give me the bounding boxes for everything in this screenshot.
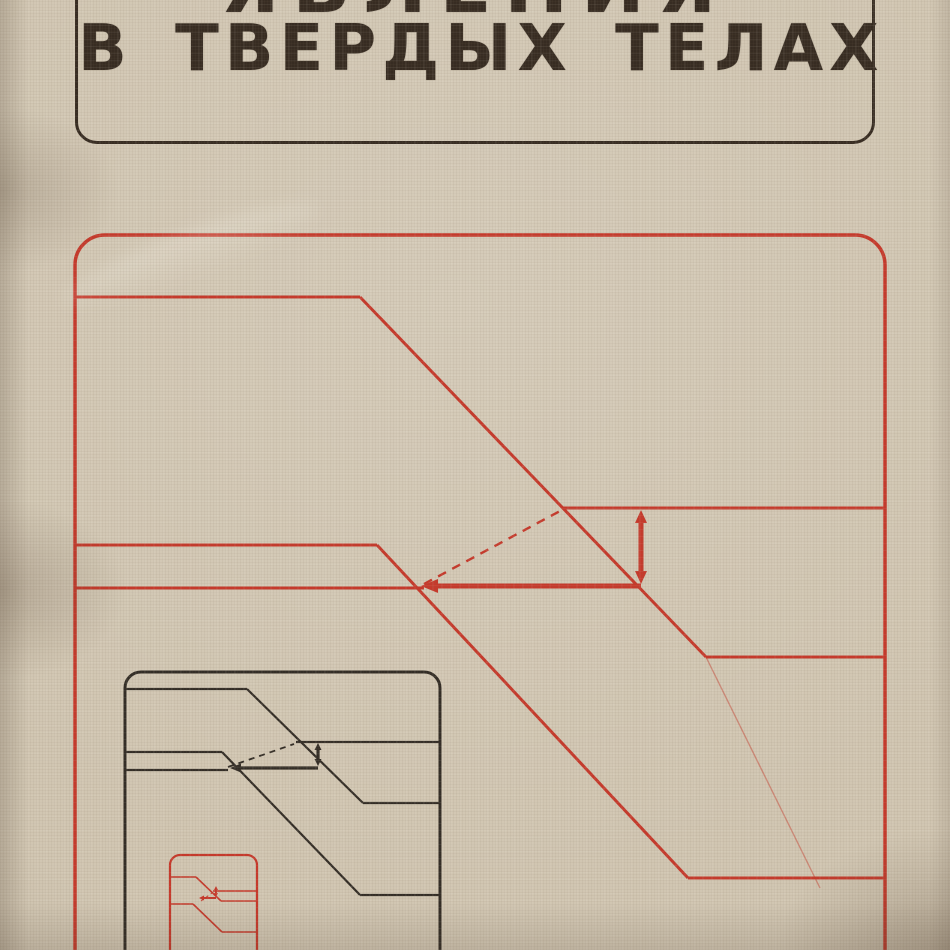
black-frame [123,670,442,950]
mini-tunnel-arrow-head [199,895,204,901]
book-title-line2: В ТВЕРДЫХ ТЕЛАХ [78,12,885,86]
mini-gap-arrow-head [214,893,218,897]
mini-upper-band-slope [195,876,222,902]
black-lower-band-slope [221,751,361,896]
red-tunnel-arrow-head [421,579,438,593]
black-tunnel-arrow-head [230,763,241,773]
red-tunnel-dashed [423,509,561,586]
black-upper-band-slope [246,688,364,804]
red-slope-faint [705,656,821,889]
mini-red-frame [168,853,259,950]
red-lower-band-slope [375,543,690,880]
black-gap-arrow-head [314,743,322,750]
red-gap-arrow-head [635,510,647,523]
book-title-line1: ЯВЛЕНИЯ [78,0,872,24]
red-gap-arrow-head [635,571,647,584]
mini-gap-arrow-head [214,886,218,890]
title-frame: ЯВЛЕНИЯ В ТВЕРДЫХ ТЕЛАХ [75,0,885,144]
mini-lower-band-slope [192,903,223,933]
black-gap-arrow-head [314,759,322,766]
black-tunnel-dashed [227,743,295,768]
red-upper-band-slope [358,295,708,659]
red-frame [73,233,887,950]
